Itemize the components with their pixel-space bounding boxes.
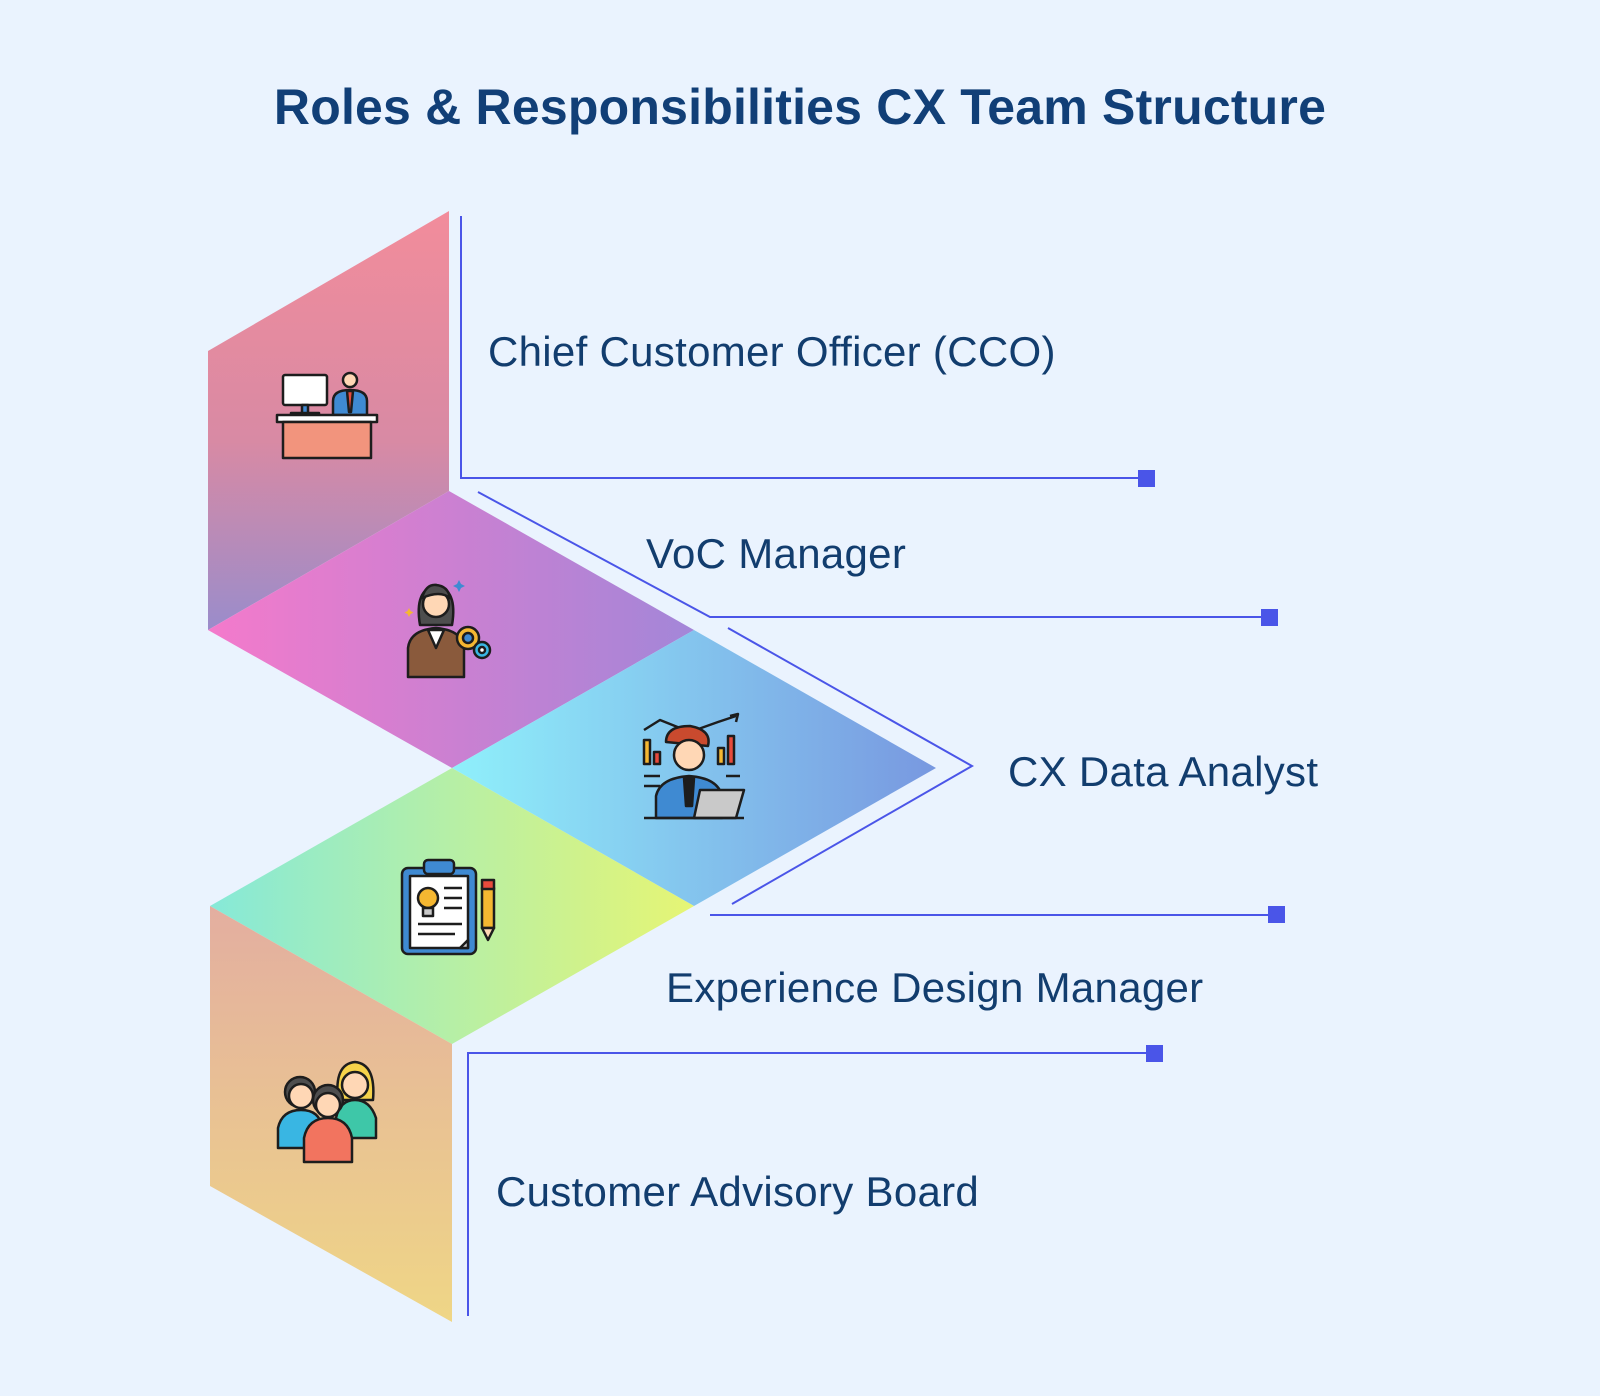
manager-gears-icon: [404, 580, 492, 679]
board-endpoint: [1146, 1045, 1163, 1062]
clipboard-idea-icon: [400, 858, 496, 956]
voc-endpoint: [1261, 609, 1278, 626]
cco-connector: [460, 216, 1147, 479]
group-people-icon: [276, 1060, 378, 1164]
analyst-connector: [727, 627, 975, 905]
role-label-cco: Chief Customer Officer (CCO): [488, 328, 1056, 375]
voc-manager-panel: [208, 491, 694, 768]
role-label-cx-data-analyst: CX Data Analyst: [1008, 748, 1319, 795]
data-analyst-icon: [642, 712, 746, 820]
page-title: Roles & Responsibilities CX Team Structu…: [273, 79, 1327, 135]
desk-officer-icon: [275, 371, 379, 460]
role-label-customer-advisory-board: Customer Advisory Board: [496, 1168, 980, 1215]
cco-endpoint: [1138, 470, 1155, 487]
voc-connector: [477, 491, 1269, 618]
role-label-voc-manager: VoC Manager: [646, 530, 907, 577]
board-connector: [467, 1052, 1154, 1316]
design-endpoint: [1268, 906, 1285, 923]
role-label-experience-design-manager: Experience Design Manager: [666, 964, 1204, 1011]
